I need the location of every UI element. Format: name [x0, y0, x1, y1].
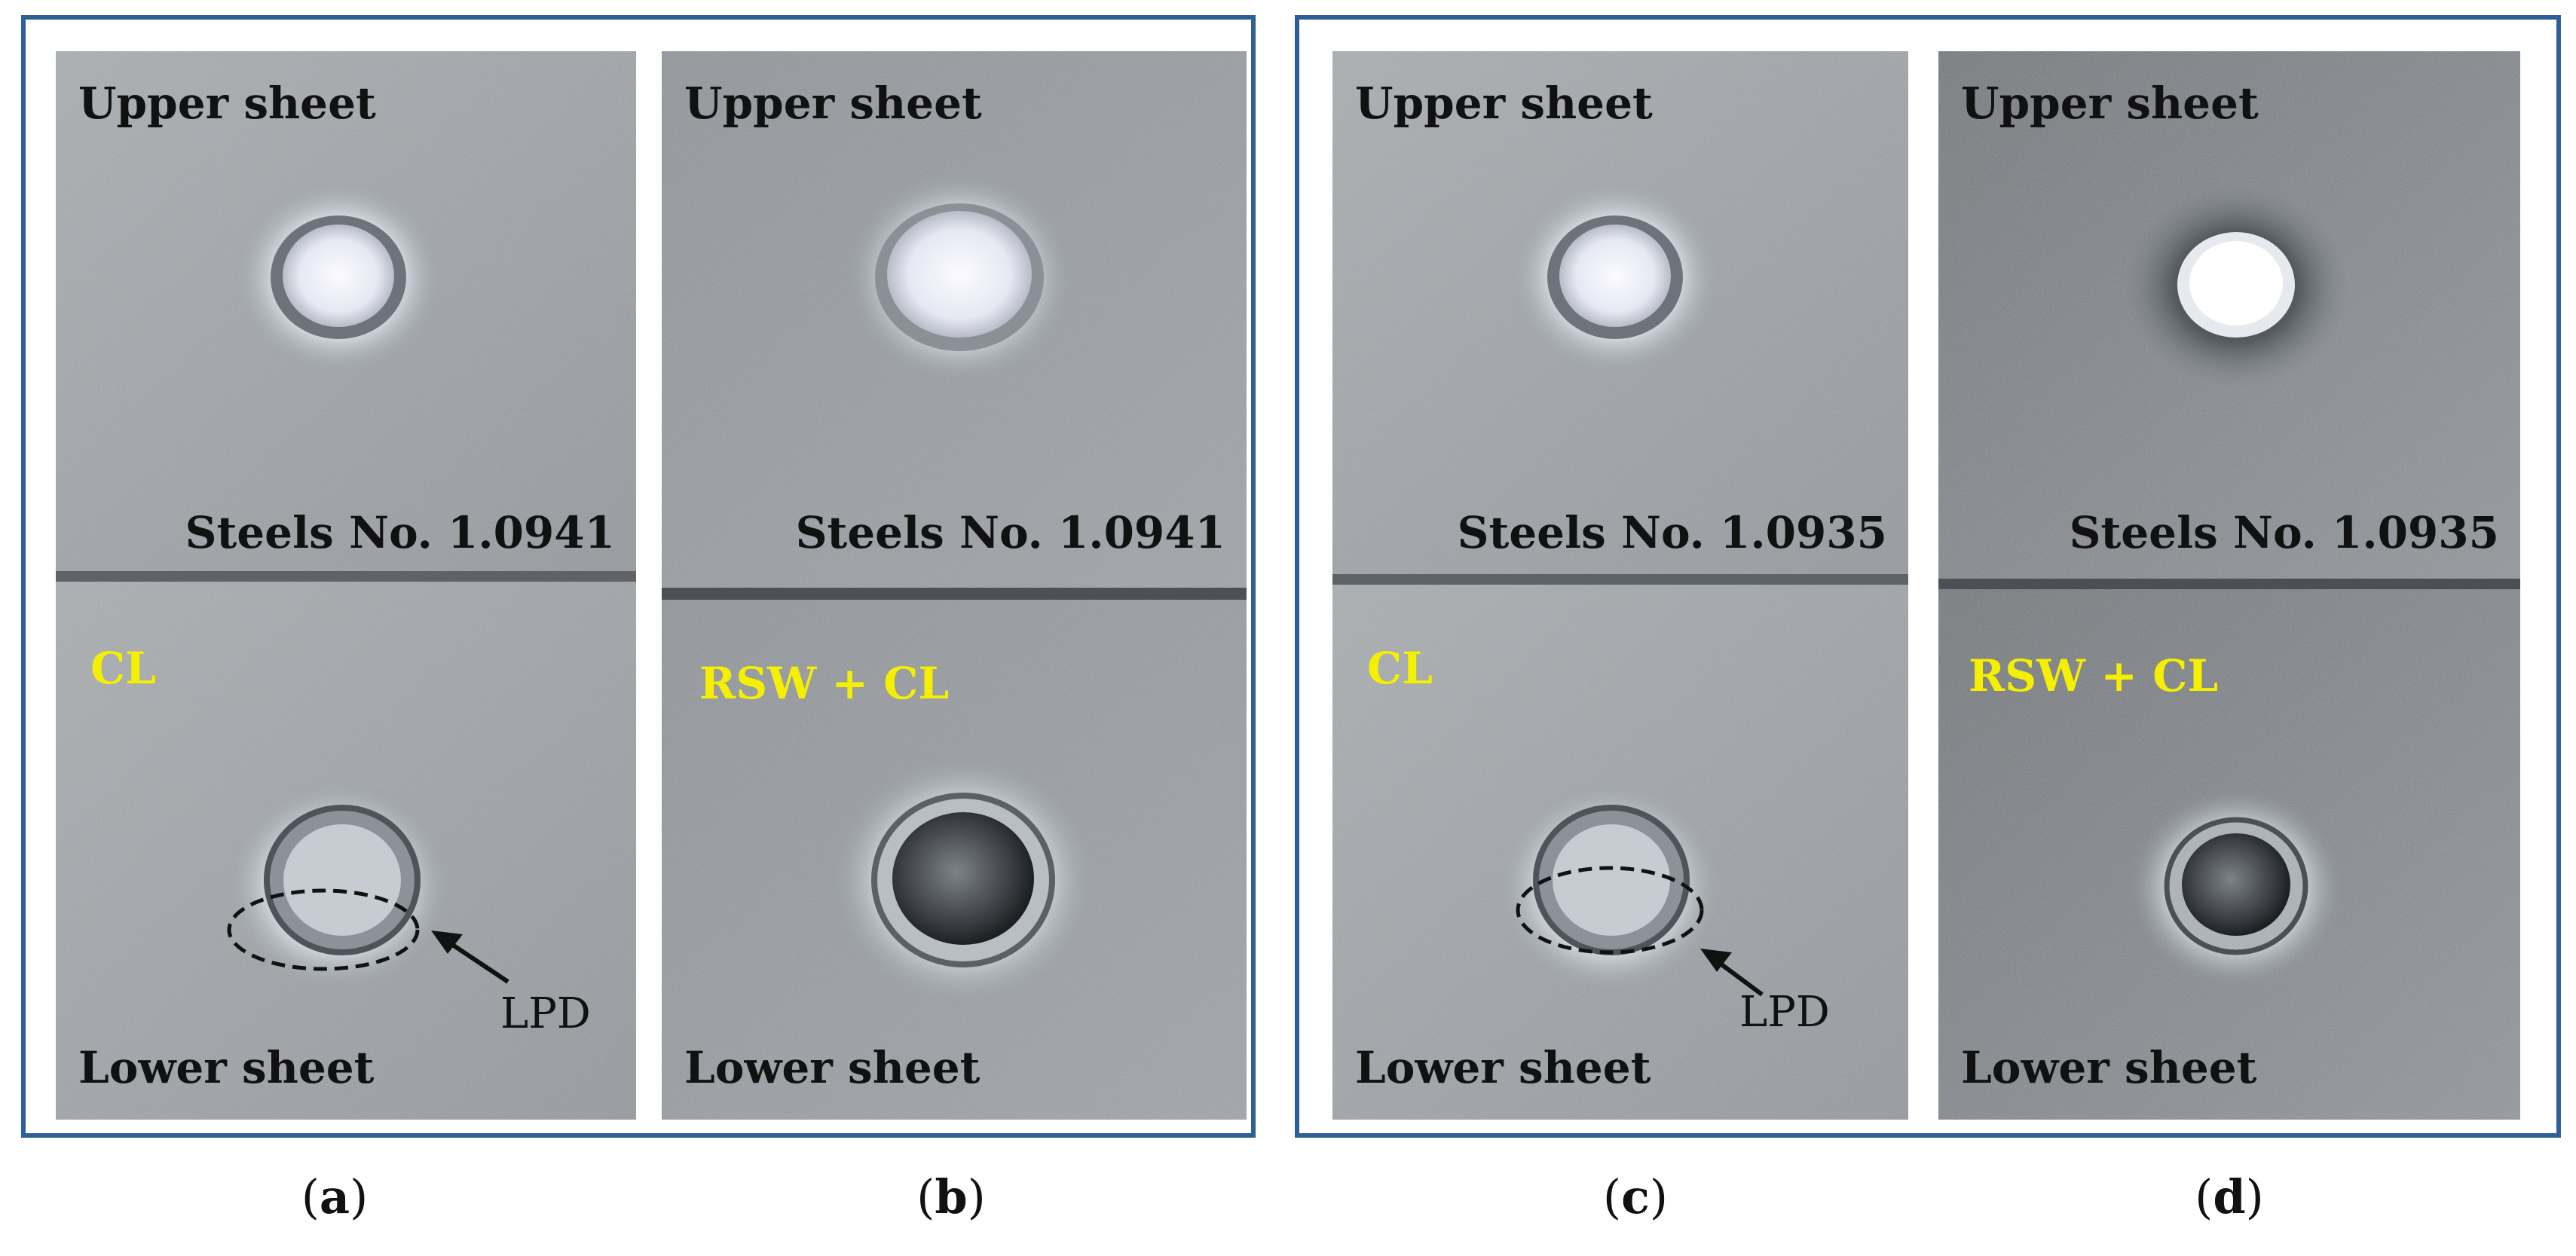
- sheet-photo-d: [1938, 51, 2520, 1120]
- photo-panel-c: Upper sheet Steels No. 1.0935 CL LPD Low…: [1332, 51, 1908, 1120]
- upper-sheet-label: Upper sheet: [1961, 78, 2259, 129]
- steel-grade-label: Steels No. 1.0941: [795, 507, 1225, 558]
- caption-d: (d): [2195, 1169, 2264, 1224]
- lpd-annotation: LPD: [1739, 988, 1830, 1037]
- sheet-photo-c: [1332, 51, 1908, 1120]
- photo-panel-d: Upper sheet Steels No. 1.0935 RSW + CL L…: [1938, 51, 2520, 1120]
- lower-sheet-label: Lower sheet: [1961, 1042, 2257, 1093]
- lpd-annotation: LPD: [500, 989, 591, 1038]
- lower-sheet-label: Lower sheet: [684, 1042, 981, 1093]
- lower-sheet-label: Lower sheet: [78, 1042, 375, 1093]
- steel-grade-label: Steels No. 1.0941: [185, 507, 615, 558]
- caption-c: (c): [1602, 1169, 1669, 1224]
- photo-panel-b: Upper sheet Steels No. 1.0941 RSW + CL L…: [662, 51, 1247, 1120]
- upper-sheet-label: Upper sheet: [78, 78, 376, 129]
- joining-method-label: CL: [90, 643, 156, 694]
- figure-group-left: Upper sheet Steels No. 1.0941 CL LPD Low…: [21, 15, 1256, 1138]
- steel-grade-label: Steels No. 1.0935: [2069, 507, 2499, 558]
- figure-group-right: Upper sheet Steels No. 1.0935 CL LPD Low…: [1295, 15, 2561, 1138]
- sheet-photo-a: [56, 51, 636, 1120]
- photo-panel-a: Upper sheet Steels No. 1.0941 CL LPD Low…: [56, 51, 636, 1120]
- caption-a: (a): [301, 1169, 369, 1224]
- joining-method-label: RSW + CL: [1969, 650, 2219, 701]
- caption-b: (b): [916, 1169, 986, 1224]
- sheet-photo-b: [662, 51, 1247, 1120]
- upper-sheet-label: Upper sheet: [684, 78, 982, 129]
- joining-method-label: RSW + CL: [699, 658, 950, 709]
- upper-sheet-label: Upper sheet: [1355, 78, 1653, 129]
- steel-grade-label: Steels No. 1.0935: [1457, 507, 1887, 558]
- lower-sheet-label: Lower sheet: [1355, 1042, 1651, 1093]
- joining-method-label: CL: [1367, 643, 1433, 694]
